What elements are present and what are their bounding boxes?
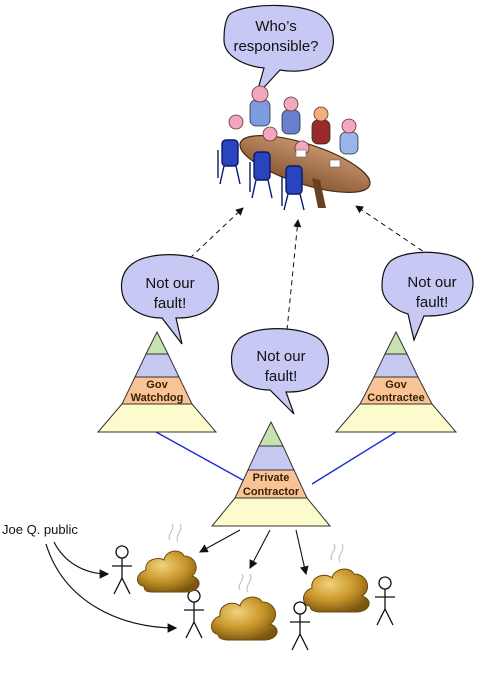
meeting-speech-bubble: Who’s responsible? [223, 4, 334, 97]
arrow-contractee-to-table [355, 205, 431, 257]
meeting-bubble-line1: Who’s [255, 18, 296, 35]
watchdog-tier-base [96, 403, 218, 433]
meeting-bubble-line2: responsible? [233, 38, 318, 55]
pointer-to-person-1 [53, 541, 110, 579]
arrow-contractor-to-table [286, 219, 302, 331]
person-front-1-head [228, 114, 244, 130]
contractee-label-line2: Contractee [367, 392, 424, 404]
pile-1 [137, 523, 200, 593]
contractor-tier-top [258, 420, 284, 447]
contractee-bubble-line2: fault! [416, 294, 449, 311]
gov-watchdog-pyramid: Gov Watchdog [96, 330, 218, 433]
contractor-label-line2: Contractor [243, 486, 300, 498]
stick-figure-4 [375, 576, 395, 626]
person-back-3 [311, 106, 331, 145]
meeting-bubble-shape [223, 4, 334, 97]
paper-2 [329, 159, 341, 168]
contractor-tier-base [210, 497, 332, 527]
public-pointer-arrows [45, 541, 178, 633]
stink-lines-1 [168, 523, 182, 543]
stick-figure-3 [290, 601, 310, 651]
contractee-bubble-line1: Not our [407, 274, 456, 291]
private-contractor-bubble-line2: fault! [265, 368, 298, 385]
pyramid-connectors [155, 431, 397, 485]
watchdog-bubble-shape [120, 254, 220, 345]
private-contractor-pyramid: Private Contractor [210, 420, 332, 527]
table-leg [312, 178, 326, 208]
pointer-to-person-2 [45, 543, 178, 633]
contractor-tier-upper [247, 445, 295, 471]
private-contractor-speech-bubble: Not our fault! [230, 328, 330, 415]
chair-3 [281, 165, 305, 211]
gov-contractee-pyramid: Gov Contractee [334, 330, 458, 433]
person-back-4 [339, 118, 359, 155]
contractee-label-line1: Gov [385, 379, 407, 391]
watchdog-label-line2: Watchdog [131, 392, 184, 404]
person-back-2 [281, 96, 301, 135]
chair-2 [249, 151, 273, 199]
watchdog-tier-top [145, 330, 169, 355]
arrow-to-pile-1 [199, 529, 241, 553]
contractee-tier-base [334, 403, 458, 433]
person-front-2-head [262, 126, 278, 142]
person-back-1 [249, 85, 271, 127]
arrow-to-pile-3 [295, 529, 309, 576]
watchdog-tier-upper [134, 353, 180, 378]
contractee-tier-top [384, 330, 408, 355]
joe-q-public-label: Joe Q. public [2, 522, 78, 537]
connector-contractee [311, 431, 397, 485]
watchdog-speech-bubble: Not our fault! [120, 254, 220, 345]
stick-figure-1 [112, 545, 132, 595]
contractee-bubble-shape [381, 251, 474, 342]
arrow-to-pile-2 [249, 529, 271, 569]
stink-lines-3 [330, 543, 344, 563]
stick-figure-2 [184, 589, 204, 639]
private-contractor-bubble-line1: Not our [256, 348, 305, 365]
connector-watchdog [155, 431, 251, 485]
contractor-output-arrows [199, 529, 309, 576]
blame-arrows [189, 205, 431, 331]
private-contractor-bubble-shape [230, 328, 330, 415]
watchdog-bubble-line2: fault! [154, 295, 187, 312]
arrow-watchdog-to-table [189, 207, 244, 259]
chair-1 [217, 139, 241, 185]
contractor-label-line1: Private [253, 472, 290, 484]
watchdog-bubble-line1: Not our [145, 275, 194, 292]
watchdog-label-line1: Gov [146, 379, 168, 391]
contractee-speech-bubble: Not our fault! [381, 251, 474, 342]
pile-3 [303, 543, 370, 613]
contractee-tier-upper [373, 353, 419, 378]
pile-2 [211, 573, 278, 641]
meeting-table-illustration [217, 85, 371, 211]
stink-lines-2 [238, 573, 252, 593]
paper-1 [295, 149, 307, 158]
